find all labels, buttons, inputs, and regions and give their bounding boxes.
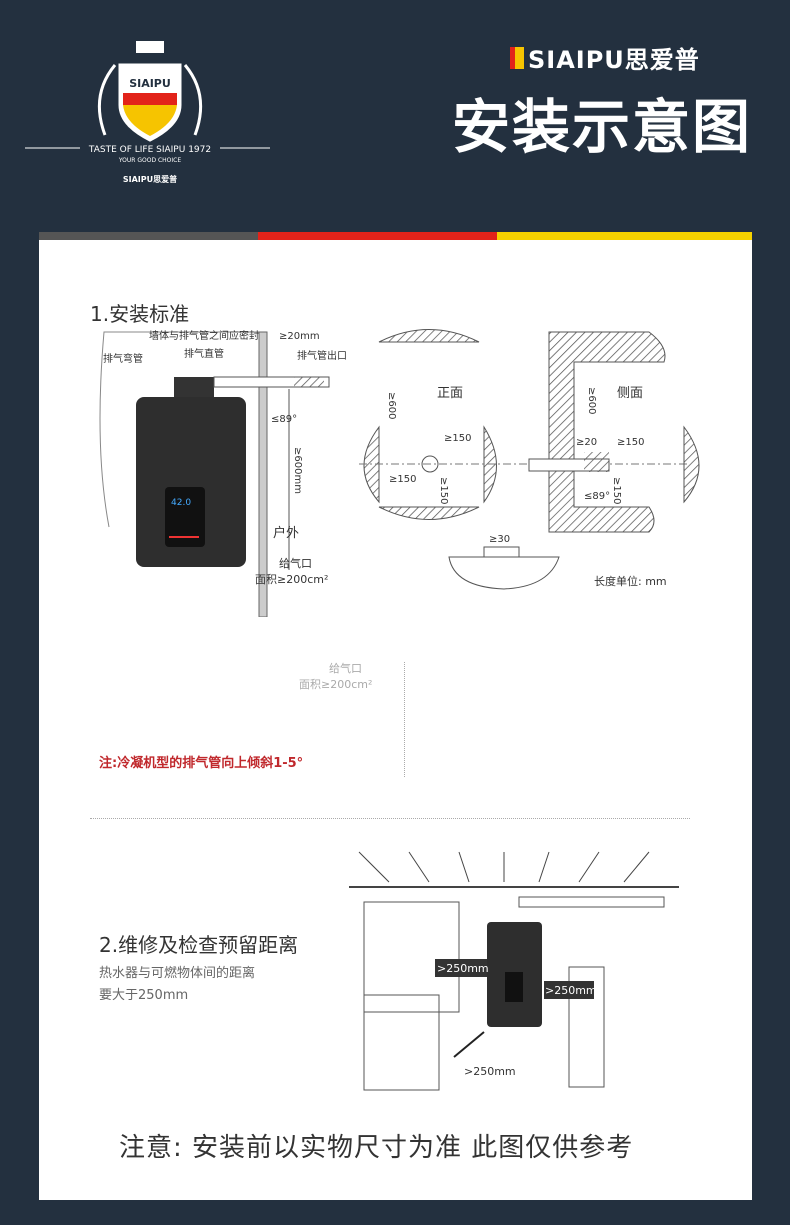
brand-name: SIAIPU思爱普: [528, 46, 700, 74]
svg-text:SIAIPU: SIAIPU: [129, 77, 171, 90]
logo-subtagline: YOUR GOOD CHOICE: [118, 157, 182, 164]
svg-text:≤89°: ≤89°: [584, 491, 610, 502]
brand-logo: SIAIPU思爱普: [510, 40, 700, 75]
brand-mark-icon: [510, 46, 524, 69]
faded-area-label: 面积≥200cm²: [299, 678, 373, 691]
section-divider: [90, 818, 690, 819]
stripe-gray: [39, 232, 258, 240]
section2-desc1: 热水器与可燃物体间的距离: [99, 966, 256, 981]
svg-text:长度单位: mm: 长度单位: mm: [594, 574, 667, 588]
svg-text:≥600: ≥600: [586, 387, 597, 414]
svg-text:≥30: ≥30: [489, 534, 510, 545]
svg-text:≥150: ≥150: [617, 437, 644, 448]
svg-text:面积≥200cm²: 面积≥200cm²: [255, 573, 328, 586]
svg-text:墙体与排气管之间应密封: 墙体与排气管之间应密封: [149, 329, 259, 342]
logo-small-brand: SIAIPU思爱普: [123, 174, 177, 184]
svg-text:侧面: 侧面: [617, 386, 643, 401]
section2-desc2: 要大于250mm: [99, 988, 189, 1003]
condensing-note: 注:冷凝机型的排气管向上倾斜1-5°: [99, 756, 304, 771]
svg-text:≥150: ≥150: [438, 477, 449, 504]
content-panel: 1.安装标准 42.0 墙体与排气管之间应密封 ≥20mm 排气直管 排气弯管 …: [39, 232, 752, 1200]
section1-heading: 1.安装标准: [90, 302, 190, 326]
svg-text:≥20: ≥20: [576, 437, 597, 448]
svg-text:≥150: ≥150: [444, 433, 471, 444]
svg-text:排气直管: 排气直管: [184, 347, 224, 360]
brand-crest-logo: SIAIPU TASTE OF LIFE SIAIPU 1972 YOUR GO…: [25, 41, 270, 184]
svg-text:>250mm: >250mm: [464, 1065, 516, 1078]
svg-text:≥600mm: ≥600mm: [292, 447, 303, 494]
installation-diagram: 42.0 墙体与排气管之间应密封 ≥20mm 排气直管 排气弯管 排气管出口 ≤…: [99, 329, 700, 617]
svg-text:给气口: 给气口: [279, 556, 312, 570]
svg-text:正面: 正面: [437, 386, 463, 401]
stripe-red: [258, 232, 497, 240]
clearance-diagram: >250mm >250mm >250mm: [349, 851, 679, 1091]
water-heater-icon: [136, 397, 246, 567]
svg-text:>250mm: >250mm: [545, 984, 597, 997]
svg-text:>250mm: >250mm: [437, 962, 489, 975]
svg-text:户外: 户外: [273, 525, 299, 541]
svg-text:≥150: ≥150: [611, 477, 622, 504]
svg-text:排气管出口: 排气管出口: [297, 349, 347, 362]
logo-tagline: TASTE OF LIFE SIAIPU 1972: [88, 145, 211, 155]
section2-heading: 2.维修及检查预留距离: [99, 933, 299, 957]
svg-text:42.0: 42.0: [171, 498, 191, 508]
svg-text:≥600: ≥600: [386, 392, 397, 419]
divider: [404, 662, 405, 777]
svg-text:≥20mm: ≥20mm: [279, 331, 320, 342]
svg-text:排气弯管: 排气弯管: [103, 352, 143, 365]
footer-note: 注意: 安装前以实物尺寸为准 此图仅供参考: [119, 1133, 634, 1163]
page-title: 安装示意图: [452, 93, 753, 161]
svg-text:≥150: ≥150: [389, 474, 416, 485]
svg-text:≤89°: ≤89°: [271, 414, 297, 425]
stripe-yellow: [497, 232, 752, 240]
faded-inlet-label: 给气口: [329, 662, 362, 675]
